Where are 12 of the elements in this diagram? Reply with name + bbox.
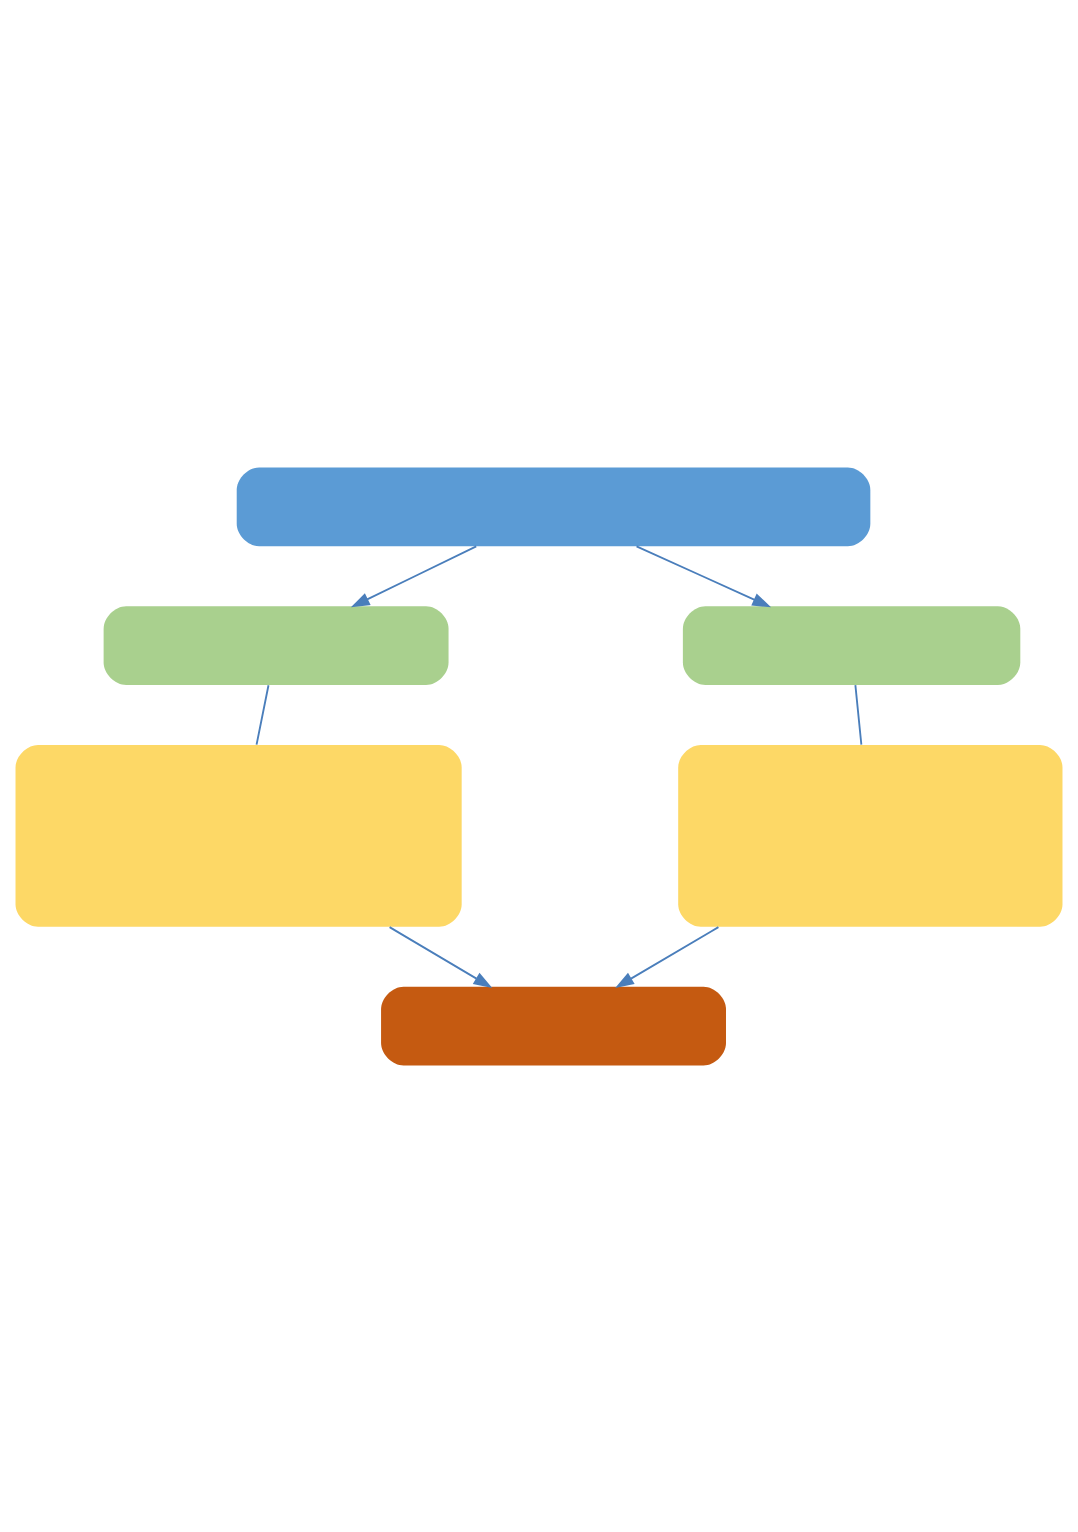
node-box — [682, 605, 1021, 685]
node-box — [678, 744, 1063, 927]
connector — [255, 683, 270, 746]
connector — [854, 683, 863, 746]
arrow — [350, 544, 478, 607]
node-box — [381, 986, 726, 1065]
arrow — [615, 925, 720, 988]
arrow — [635, 544, 772, 607]
node-box — [15, 744, 462, 927]
node-box — [103, 605, 449, 685]
node-box — [236, 467, 871, 546]
arrow — [388, 925, 493, 988]
